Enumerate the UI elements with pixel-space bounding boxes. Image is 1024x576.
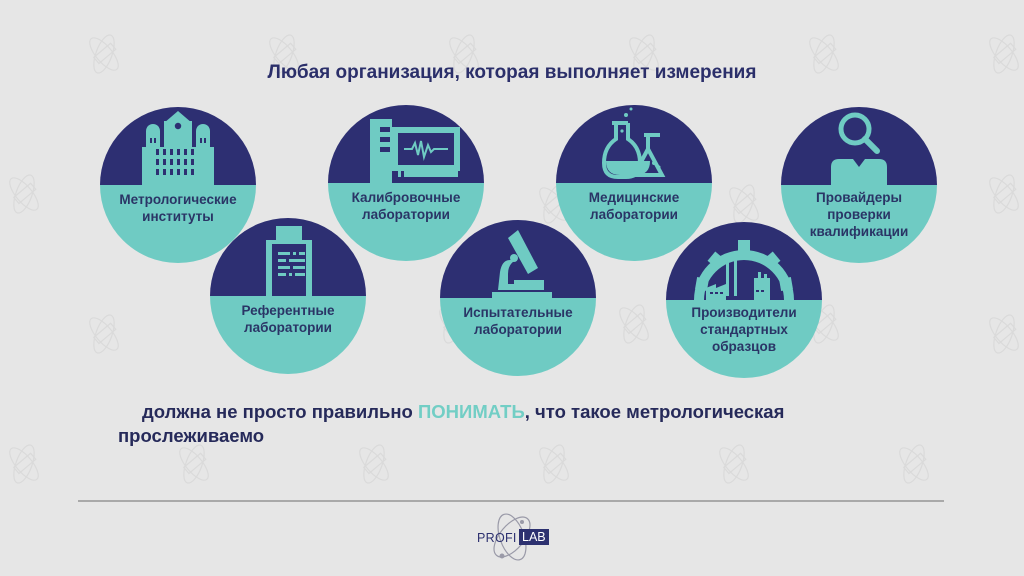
watermark-logo-icon — [970, 20, 1024, 88]
watermark-logo-icon — [250, 20, 318, 88]
calibration-monitor-icon — [370, 119, 460, 183]
slide-title: Любая организация, которая выполняет изм… — [267, 62, 757, 83]
gear-factory-icon — [694, 240, 794, 300]
watermark-logo-icon — [70, 300, 138, 368]
highlight-word: ПОНИМАТЬ — [417, 401, 525, 422]
watermark-logo-icon — [0, 160, 58, 228]
watermark-logo-icon — [880, 430, 948, 498]
circle-label: Провайдеры проверки квалификации — [809, 190, 909, 239]
clipboard-icon — [266, 226, 312, 296]
watermark-logo-icon — [70, 20, 138, 88]
circle-label: Метрологические институты — [119, 192, 237, 224]
circle-label: Испытательные лаборатории — [463, 305, 573, 337]
circle-label: Медицинские лаборатории — [588, 190, 680, 222]
circle-testing-labs: Испытательные лаборатории — [440, 220, 596, 376]
profilab-logo: PROFI LAB — [474, 512, 550, 562]
circle-calibration-labs: Калибровочные лаборатории — [328, 105, 484, 261]
circle-label: Производители стандартных образцов — [691, 305, 797, 354]
building-icon — [142, 111, 214, 185]
watermark-logo-icon — [520, 430, 588, 498]
circle-metrological-institutes: Метрологические институты — [100, 107, 256, 263]
lab-flasks-icon — [601, 107, 666, 179]
watermark-logo-icon — [790, 20, 858, 88]
watermark-logo-icon — [430, 20, 498, 88]
watermark-logo-icon — [610, 20, 678, 88]
slide-body-text: должна не просто правильно ПОНИМАТЬ, что… — [118, 401, 785, 446]
circle-label: Референтные лаборатории — [241, 303, 335, 335]
circle-pt-providers: Провайдеры проверки квалификации — [781, 107, 937, 263]
watermark-logo-icon — [340, 430, 408, 498]
circle-medical-labs: Медицинские лаборатории — [556, 105, 712, 261]
watermark-logo-icon — [160, 430, 228, 498]
circle-label: Калибровочные лаборатории — [351, 190, 461, 222]
watermark-logo-icon — [700, 430, 768, 498]
magnifier-person-icon — [831, 112, 887, 185]
footer-divider — [78, 500, 944, 502]
watermark-logo-icon — [970, 300, 1024, 368]
watermark-logo-icon — [600, 290, 668, 358]
watermark-logo-icon — [0, 430, 58, 498]
circle-rm-producers: Производители стандартных образцов — [666, 222, 822, 378]
watermark-logo-icon — [970, 160, 1024, 228]
circle-reference-labs: Референтные лаборатории — [210, 218, 366, 374]
microscope-icon — [492, 230, 552, 298]
